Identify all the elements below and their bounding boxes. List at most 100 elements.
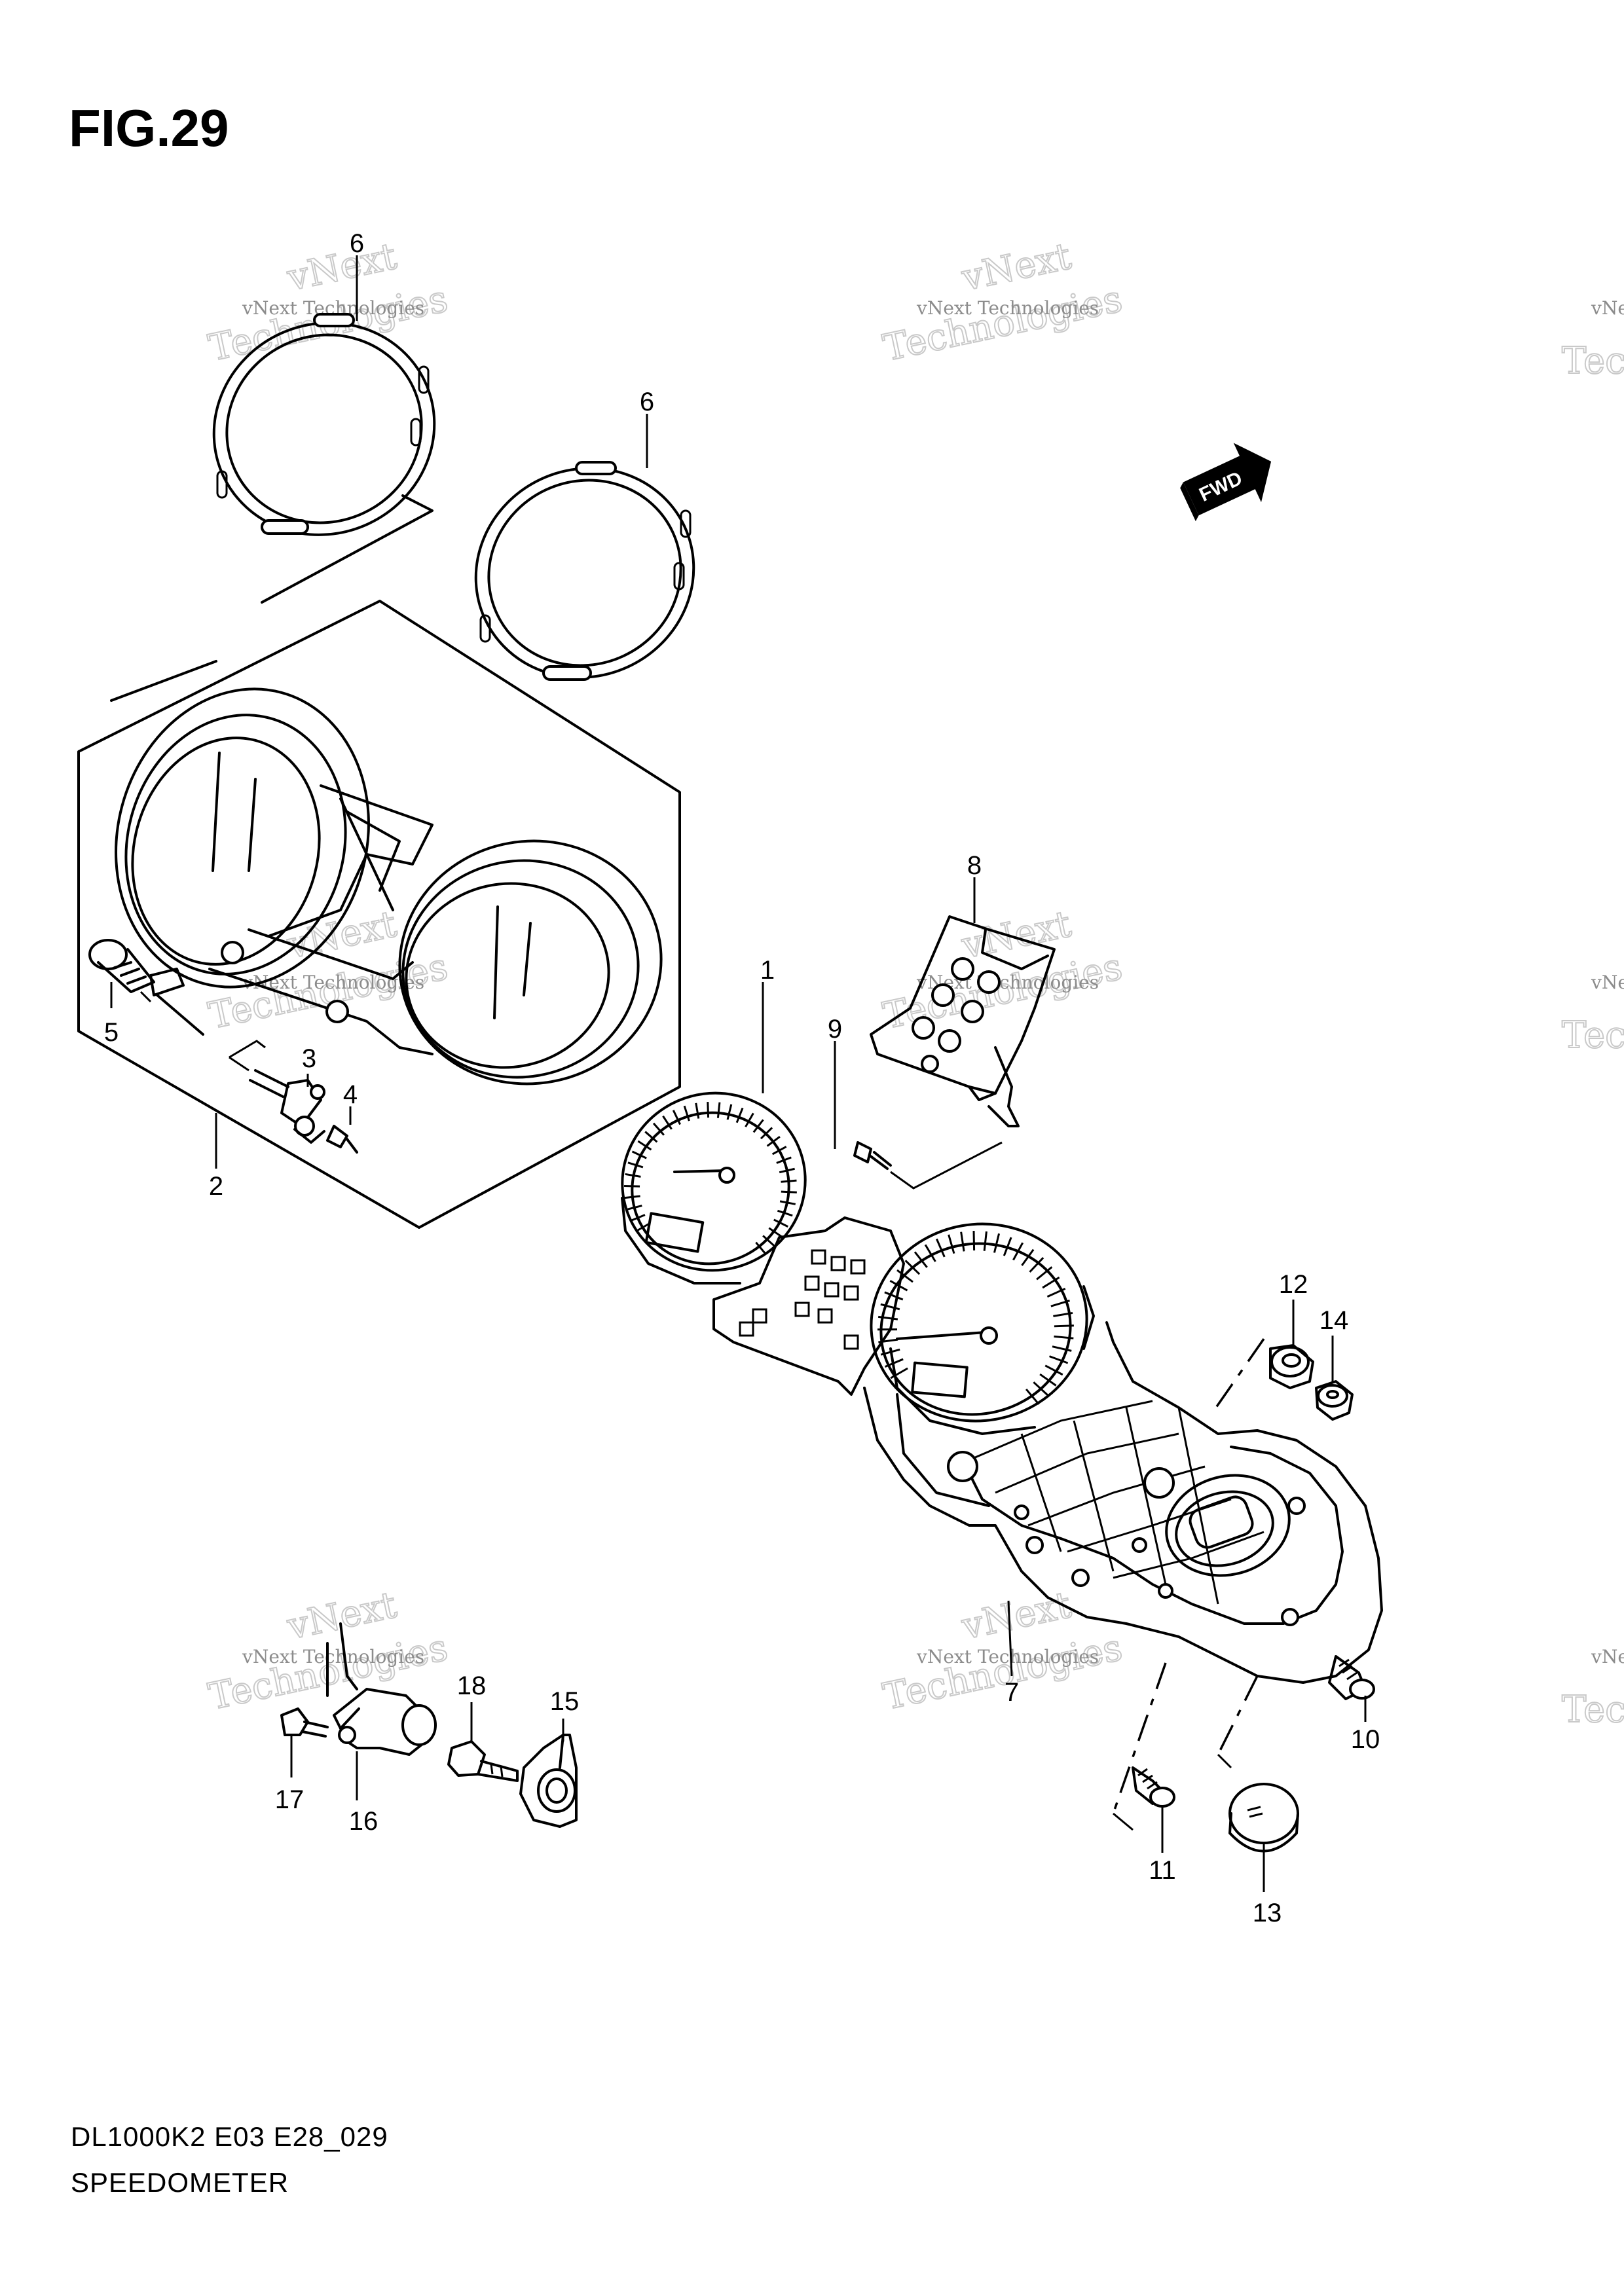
callout-6: 6 — [350, 229, 364, 258]
gauge-tick — [637, 1140, 652, 1151]
callout-11: 11 — [1149, 1856, 1176, 1885]
gauge-tick — [889, 1279, 908, 1292]
watermark-text: vNe — [1591, 297, 1624, 319]
gauge-tick — [672, 1110, 681, 1125]
figure-title: FIG.29 — [69, 99, 229, 157]
callout-10: 10 — [1351, 1725, 1380, 1754]
gauge-tick — [1012, 1242, 1024, 1261]
gauge-tick — [1025, 1388, 1040, 1405]
assembly-2-box — [77, 600, 681, 1229]
gauge-tick — [644, 1131, 658, 1143]
callout-13: 13 — [1253, 1899, 1282, 1927]
gauge-tick — [913, 1251, 928, 1268]
leader-line — [229, 1040, 266, 1059]
gauge-tick — [652, 1122, 665, 1136]
leader-line — [1217, 1675, 1259, 1755]
leader-line — [1210, 1338, 1265, 1415]
part-2-meter-case — [115, 687, 663, 1085]
gauge-tick — [1050, 1300, 1070, 1307]
gauge-tick — [904, 1260, 921, 1275]
gauge-tick — [935, 1238, 946, 1258]
part-14-grommet — [1315, 1380, 1354, 1421]
gauge-tick — [777, 1209, 793, 1217]
part-1-meter-assembly — [621, 1091, 1383, 1684]
part-10-screw — [1328, 1655, 1375, 1700]
gauge-tick — [1039, 1373, 1057, 1387]
callout-6: 6 — [640, 388, 654, 416]
gauge-tick — [880, 1348, 900, 1356]
gauge-tick — [1029, 1257, 1044, 1273]
section-name: SPEEDOMETER — [71, 2167, 289, 2198]
watermark-text: vNext Technologies — [916, 297, 1099, 319]
gauge-tick — [776, 1156, 792, 1164]
gauge-tick — [627, 1161, 644, 1169]
gauge-tick — [1021, 1248, 1035, 1266]
gauge-tick — [877, 1315, 898, 1321]
watermark-text: vNe — [1591, 972, 1624, 993]
watermark-big: Tec — [1562, 1688, 1624, 1731]
gauge-tick — [884, 1358, 904, 1368]
gauge-tick — [779, 1200, 796, 1205]
gauge-tick — [1033, 1381, 1049, 1396]
part-16-speed-sensor — [326, 1622, 437, 1756]
gauge-tick — [1046, 1287, 1066, 1298]
gauge-tick — [884, 1291, 904, 1301]
callout-16: 16 — [349, 1807, 378, 1836]
gauge-tick — [745, 1112, 754, 1127]
gauge-tick — [1042, 1276, 1060, 1289]
callout-14: 14 — [1320, 1306, 1349, 1335]
gauge-tick — [752, 1119, 764, 1133]
gauge-tick — [662, 1115, 673, 1130]
callout-17: 17 — [275, 1785, 304, 1814]
part-12-grommet — [1269, 1344, 1314, 1389]
part-13-cushion — [1228, 1783, 1299, 1853]
part-17-bolt — [280, 1707, 329, 1738]
gauge-tick — [771, 1146, 787, 1156]
callout-labels: 6 6 1 8 9 5 3 4 2 7 10 11 12 14 13 15 16… — [104, 229, 1380, 1927]
gauge-tick — [624, 1185, 640, 1188]
switch-buttons — [912, 957, 1001, 1073]
gauge-tick — [768, 1227, 783, 1238]
leader-line — [1113, 1812, 1134, 1831]
part-18-bolt — [447, 1740, 519, 1782]
gauge-tick — [631, 1150, 647, 1159]
callout-7: 7 — [1005, 1678, 1019, 1707]
gauge-tick — [960, 1231, 965, 1252]
callout-1: 1 — [760, 956, 775, 985]
watermark-big: Tec — [1562, 1014, 1624, 1057]
gauge-tick — [1049, 1355, 1069, 1364]
gauge-tick — [707, 1102, 710, 1118]
part-5-bulb-socket — [88, 939, 204, 1036]
gauge-ticks-left — [624, 1102, 797, 1256]
gauge-tick — [948, 1234, 955, 1254]
gauge-tick — [1036, 1266, 1053, 1281]
leader-line — [1217, 1753, 1232, 1769]
gauge-tick — [626, 1205, 642, 1211]
gauge-tick — [716, 1102, 721, 1118]
gauge-tick — [878, 1338, 898, 1343]
gauge-tick — [773, 1218, 788, 1228]
callout-12: 12 — [1279, 1270, 1308, 1299]
gauge-tick — [1003, 1237, 1012, 1256]
gauge-tick — [766, 1135, 781, 1147]
leader-line — [890, 1141, 1003, 1190]
part-9-screw — [853, 1141, 892, 1170]
part-3-lamp-socket — [249, 1069, 325, 1144]
callout-15: 15 — [550, 1687, 580, 1716]
callout-8: 8 — [967, 851, 982, 880]
part-6-bezel-ring-left — [212, 313, 436, 536]
gauge-tick — [993, 1233, 1001, 1253]
part-6-bezel-ring-right — [474, 461, 695, 681]
gauge-tick — [635, 1222, 650, 1233]
gauge-tick — [1053, 1311, 1073, 1317]
model-code: DL1000K2 E03 E28_029 — [71, 2121, 388, 2152]
gauge-tick — [1052, 1345, 1072, 1352]
fwd-arrow-icon: FWD — [1180, 443, 1272, 522]
gauge-tick — [1054, 1335, 1074, 1339]
gauge-tick — [625, 1173, 641, 1178]
gauge-tick — [630, 1214, 646, 1222]
leader-line — [261, 494, 434, 604]
callout-18: 18 — [457, 1671, 487, 1700]
